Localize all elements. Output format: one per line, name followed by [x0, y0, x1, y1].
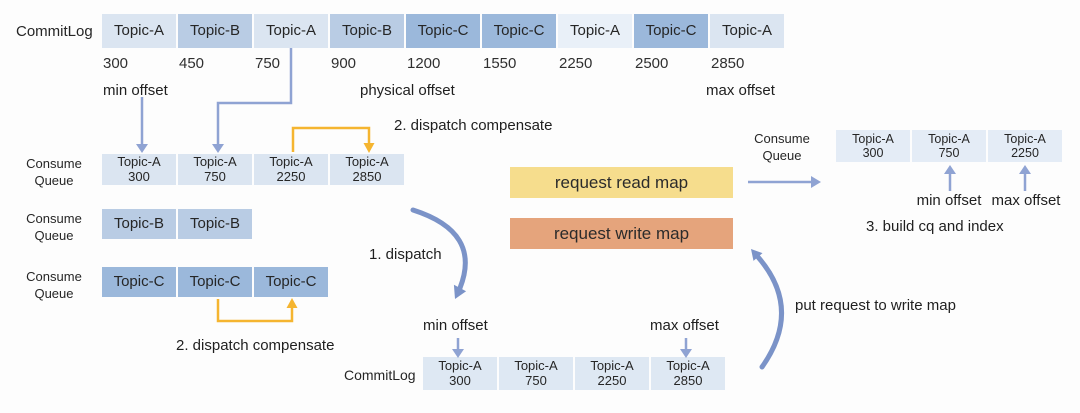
consume-queue-a-label: Consume Queue [26, 156, 82, 188]
offset-value: 2500 [635, 55, 669, 72]
commitlog-cell: Topic-A [102, 14, 176, 48]
offset-value: 1550 [483, 55, 517, 72]
arrow-max-offset-right-icon [1019, 165, 1031, 191]
arrow-min-offset-to-cq-icon [136, 97, 148, 153]
request-write-map-box: request write map [510, 218, 733, 249]
request-read-map-box: request read map [510, 167, 733, 198]
arrow-max-offset-bottom-icon [680, 338, 692, 358]
commitlog-cell: Topic-B [178, 14, 252, 48]
queue-cell: Topic-C [254, 267, 328, 297]
commitlog-top-row: Topic-A Topic-B Topic-A Topic-B Topic-C … [102, 14, 784, 48]
commitlog-cell: Topic-B [330, 14, 404, 48]
commitlog-offsets-row: 300 450 750 900 1200 1550 2250 2500 2850 [103, 55, 787, 72]
commitlog-cell: Topic-C [406, 14, 480, 48]
offset-value: 2850 [711, 55, 745, 72]
queue-cell: Topic-C [102, 267, 176, 297]
commitlog-cell: Topic-A [254, 14, 328, 48]
offset-value: 2250 [559, 55, 593, 72]
commitlog-cell: Topic-C [634, 14, 708, 48]
arrow-compensate-bottom-icon [216, 298, 298, 323]
max-offset-label-right: max offset [991, 192, 1061, 209]
arrow-readmap-to-cq-icon [748, 176, 821, 188]
arrow-min-offset-right-icon [944, 165, 956, 191]
consume-queue-b-label: Consume Queue [26, 211, 82, 243]
build-cq-label: 3. build cq and index [866, 218, 1004, 235]
commitlog-bottom-label: CommitLog [344, 367, 416, 383]
offset-value: 900 [331, 55, 357, 72]
min-offset-label-bottom: min offset [423, 317, 488, 334]
queue-cell: Topic-C [178, 267, 252, 297]
dispatch-label: 1. dispatch [369, 246, 442, 263]
queue-cell: Topic-B [102, 209, 176, 239]
arrow-min-offset-bottom-icon [452, 338, 464, 358]
max-offset-label-bottom: max offset [650, 317, 719, 334]
max-offset-label-top: max offset [706, 82, 775, 99]
consume-queue-c-row: Topic-C Topic-C Topic-C [102, 267, 328, 297]
min-offset-label-right: min offset [916, 192, 982, 209]
put-request-label: put request to write map [795, 297, 956, 314]
queue-cell: Topic-B [178, 209, 252, 239]
consume-queue-right-label: Consume Queue [754, 131, 810, 163]
consume-queue-c-label: Consume Queue [26, 269, 82, 301]
physical-offset-label: physical offset [360, 82, 455, 99]
commitlog-cell: Topic-C [482, 14, 556, 48]
consume-queue-b-row: Topic-B Topic-B [102, 209, 252, 239]
dispatch-compensate-top-label: 2. dispatch compensate [394, 117, 553, 134]
offset-value: 300 [103, 55, 129, 72]
arrow-compensate-top-icon [291, 126, 375, 153]
commitlog-cell: Topic-A [710, 14, 784, 48]
offset-value: 750 [255, 55, 281, 72]
commitlog-top-label: CommitLog [16, 23, 93, 40]
dispatch-compensate-bottom-label: 2. dispatch compensate [176, 337, 335, 354]
arrow-put-request-curve-icon [751, 249, 784, 370]
offset-value: 1200 [407, 55, 441, 72]
min-offset-label-top: min offset [103, 82, 168, 99]
commitlog-cell: Topic-A [558, 14, 632, 48]
offset-value: 450 [179, 55, 205, 72]
